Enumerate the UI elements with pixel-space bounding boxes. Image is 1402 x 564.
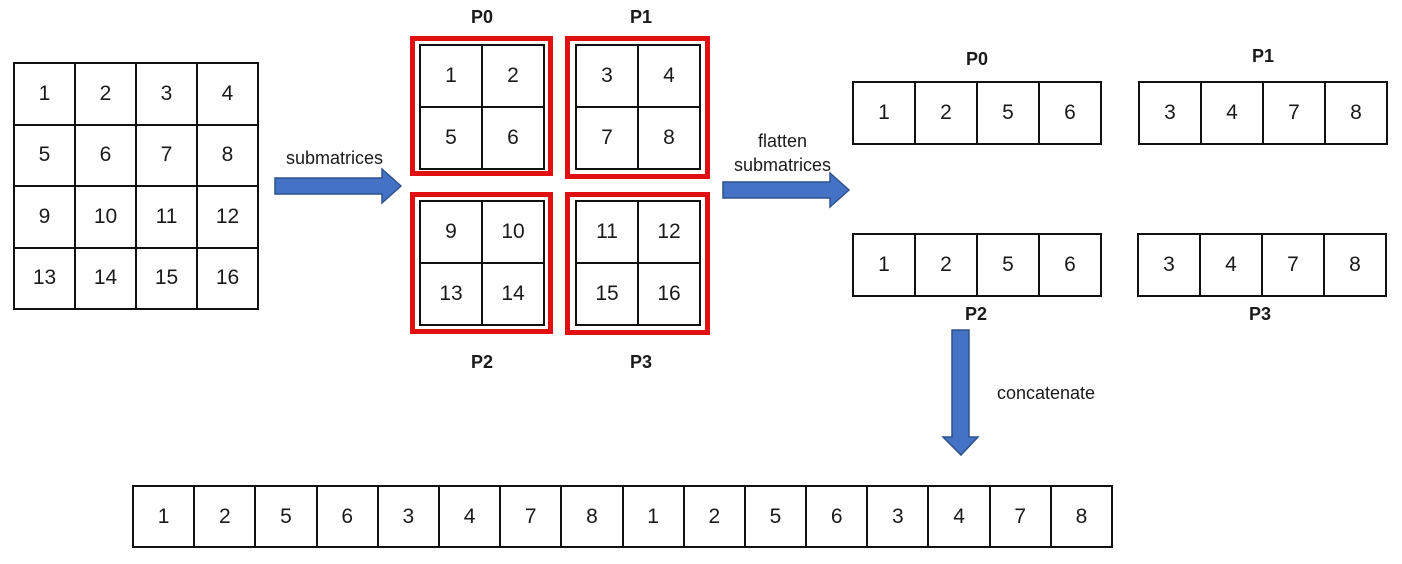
result-cell: 7 [988, 485, 1052, 548]
submatrix-cell: 16 [637, 262, 701, 326]
submatrix-p2: 9 10 13 14 [419, 200, 545, 326]
flattened-cell: 6 [1038, 233, 1102, 297]
flattened-label-p2: P2 [964, 304, 988, 324]
submatrix-cell: 12 [637, 200, 701, 264]
flattened-cell: 6 [1038, 81, 1102, 145]
flattened-cell: 4 [1199, 233, 1263, 297]
flattened-row-p1: 3 4 7 8 [1138, 81, 1388, 145]
right-arrow-icon [722, 171, 851, 209]
right-arrow-icon [274, 167, 403, 205]
matrix-cell: 7 [135, 123, 198, 187]
submatrix-cell: 6 [481, 106, 545, 170]
result-cell: 8 [560, 485, 624, 548]
flattened-cell: 2 [914, 81, 978, 145]
submatrix-highlight-p2 [410, 192, 553, 334]
submatrix-cell: 8 [637, 106, 701, 170]
submatrix-cell: 11 [575, 200, 639, 264]
result-cell: 2 [682, 485, 746, 548]
flattened-label-p3: P3 [1248, 304, 1272, 324]
matrix-cell: 9 [13, 185, 76, 249]
submatrix-cell: 5 [419, 106, 483, 170]
flattened-cell: 8 [1324, 81, 1388, 145]
matrix-cell: 11 [135, 185, 198, 249]
matrix-cell: 1 [13, 62, 76, 126]
flattened-row-p3: 3 4 7 8 [1137, 233, 1387, 297]
matrix-cell: 10 [74, 185, 137, 249]
result-cell: 1 [132, 485, 196, 548]
matrix-cell: 16 [196, 246, 259, 310]
result-cell: 4 [927, 485, 991, 548]
matrix-cell: 5 [13, 123, 76, 187]
submatrix-cell: 3 [575, 44, 639, 108]
submatrix-highlight-p0 [410, 36, 553, 176]
flattened-cell: 8 [1323, 233, 1387, 297]
flattened-cell: 5 [976, 81, 1040, 145]
flattened-cell: 7 [1262, 81, 1326, 145]
result-cell: 5 [743, 485, 808, 548]
result-cell: 8 [1049, 485, 1113, 548]
submatrix-p1: 3 4 7 8 [575, 44, 701, 170]
submatrix-p0: 1 2 5 6 [419, 44, 545, 170]
flattened-row-p0: 1 2 5 6 [852, 81, 1102, 145]
flattened-cell: 4 [1200, 81, 1264, 145]
result-cell: 3 [866, 485, 930, 548]
matrix-cell: 4 [196, 62, 259, 126]
flattened-row-p2: 1 2 5 6 [852, 233, 1102, 297]
down-arrow-icon [941, 329, 980, 457]
matrix-cell: 3 [135, 62, 198, 126]
concatenated-row: 1 2 5 6 3 4 7 8 1 2 5 6 3 4 7 8 [132, 485, 1113, 548]
flattened-cell: 1 [852, 81, 916, 145]
flattened-cell: 2 [914, 233, 978, 297]
matrix-cell: 15 [135, 246, 198, 310]
result-cell: 7 [499, 485, 563, 548]
submatrix-p3: 11 12 15 16 [575, 200, 701, 326]
flattened-cell: 1 [852, 233, 916, 297]
submatrix-cell: 4 [637, 44, 701, 108]
flattened-label-p0: P0 [965, 49, 989, 69]
source-matrix: 1 2 3 4 5 6 7 8 9 10 11 12 13 14 15 16 [13, 62, 259, 310]
submatrix-cell: 2 [481, 44, 545, 108]
result-cell: 1 [621, 485, 685, 548]
submatrix-cell: 15 [575, 262, 639, 326]
submatrix-label-p3: P3 [629, 352, 653, 372]
result-cell: 3 [376, 485, 440, 548]
result-cell: 6 [805, 485, 869, 548]
matrix-cell: 6 [74, 123, 137, 187]
matrix-cell: 8 [196, 123, 259, 187]
submatrix-label-p0: P0 [470, 7, 494, 27]
flatten-arrow-label: flatten submatrices [733, 131, 832, 175]
result-cell: 2 [193, 485, 257, 548]
flattened-cell: 3 [1137, 233, 1201, 297]
concatenate-arrow-label: concatenate [996, 383, 1096, 403]
submatrix-label-p2: P2 [470, 352, 494, 372]
submatrix-cell: 1 [419, 44, 483, 108]
submatrices-arrow-label: submatrices [285, 148, 384, 168]
result-cell: 6 [315, 485, 379, 548]
result-cell: 4 [437, 485, 502, 548]
flattened-label-p1: P1 [1251, 46, 1275, 66]
flattened-cell: 5 [976, 233, 1040, 297]
submatrix-highlight-p1 [565, 36, 710, 179]
flattened-cell: 7 [1261, 233, 1325, 297]
submatrix-cell: 9 [419, 200, 483, 264]
matrix-cell: 14 [74, 246, 137, 310]
submatrix-cell: 14 [481, 262, 545, 326]
submatrix-highlight-p3 [565, 192, 710, 335]
submatrix-cell: 10 [481, 200, 545, 264]
matrix-cell: 2 [74, 62, 137, 126]
submatrix-label-p1: P1 [629, 7, 653, 27]
matrix-cell: 12 [196, 185, 259, 249]
submatrix-cell: 7 [575, 106, 639, 170]
matrix-cell: 13 [13, 246, 76, 310]
result-cell: 5 [254, 485, 318, 548]
flattened-cell: 3 [1138, 81, 1202, 145]
submatrix-cell: 13 [419, 262, 483, 326]
